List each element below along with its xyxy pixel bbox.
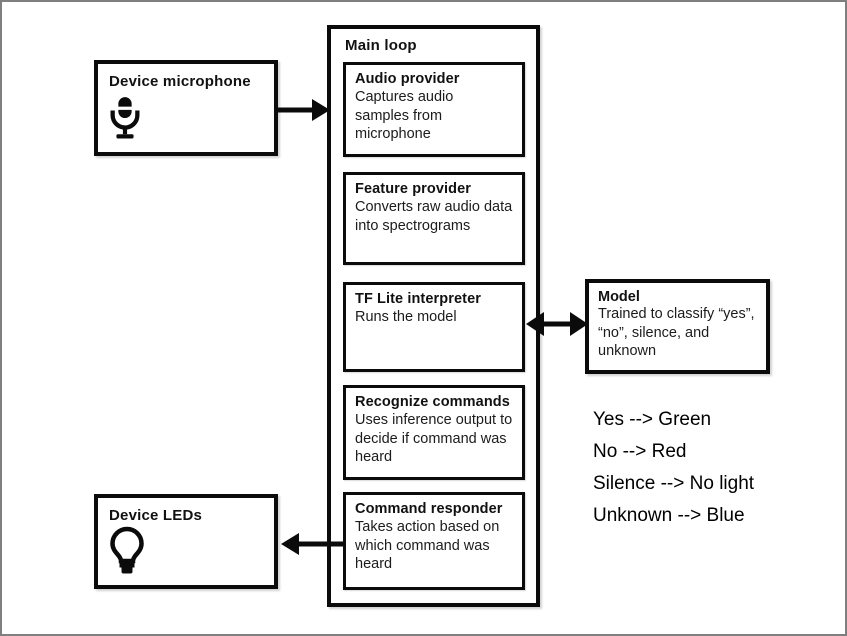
microphone-icon (106, 96, 144, 147)
device-leds-title: Device LEDs (109, 507, 203, 524)
lightbulb-icon (108, 526, 146, 583)
arrow-interpreter-model-double-icon (526, 312, 588, 336)
step-recognize-commands: Recognize commands Uses inference output… (343, 385, 525, 480)
device-leds-box: Device LEDs (94, 494, 278, 589)
step-desc: Captures audio samples from microphone (355, 89, 454, 143)
main-loop-title: Main loop (345, 37, 417, 54)
step-feature-provider: Feature provider Converts raw audio data… (343, 172, 525, 265)
model-box: Model Trained to classify “yes”, “no”, s… (585, 279, 770, 374)
legend-line-no: No --> Red (593, 441, 687, 462)
step-title: Recognize commands (355, 394, 510, 410)
model-desc: Trained to classify “yes”, “no”, silence… (598, 306, 755, 360)
step-desc: Takes action based on which command was … (355, 519, 500, 573)
step-title: Audio provider (355, 71, 460, 87)
model-title: Model (598, 289, 640, 305)
step-audio-provider: Audio provider Captures audio samples fr… (343, 62, 525, 157)
step-title: Command responder (355, 501, 503, 517)
device-microphone-box: Device microphone (94, 60, 278, 156)
step-title: Feature provider (355, 181, 472, 197)
legend-line-silence: Silence --> No light (593, 473, 755, 494)
legend-line-yes: Yes --> Green (593, 409, 712, 430)
led-color-legend: Yes --> Green No --> Red Silence --> No … (593, 404, 754, 532)
step-tflite-interpreter: TF Lite interpreter Runs the model (343, 282, 525, 372)
step-desc: Runs the model (355, 309, 457, 325)
step-desc: Converts raw audio data into spectrogram… (355, 199, 513, 234)
step-desc: Uses inference output to decide if comma… (355, 412, 513, 466)
step-title: TF Lite interpreter (355, 291, 481, 307)
device-microphone-title: Device microphone (109, 73, 251, 90)
arrow-mainloop-to-leds-icon (281, 533, 345, 555)
step-command-responder: Command responder Takes action based on … (343, 492, 525, 590)
arrow-mic-to-mainloop-icon (278, 99, 330, 121)
legend-line-unknown: Unknown --> Blue (593, 505, 745, 526)
main-loop-box: Main loop Audio provider Captures audio … (327, 25, 540, 607)
